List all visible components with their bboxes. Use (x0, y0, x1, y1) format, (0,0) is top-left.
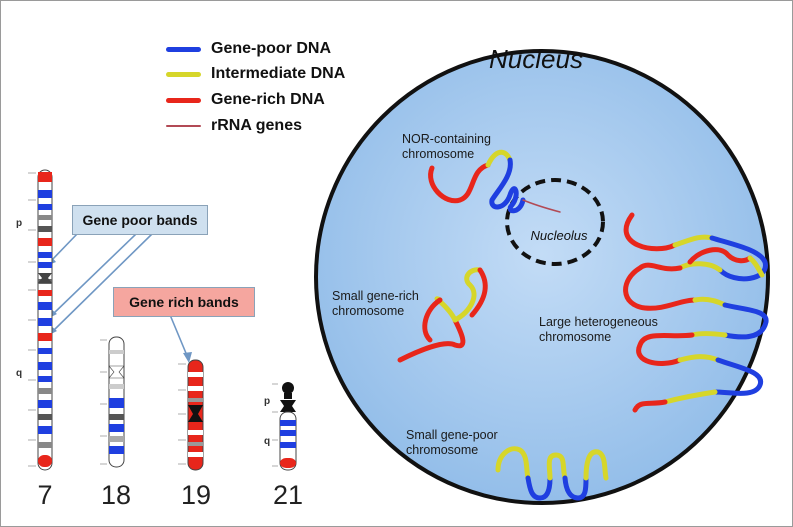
legend-label-gene-rich: Gene-rich DNA (211, 91, 325, 108)
nucleus-title: Nucleus (489, 44, 583, 74)
intermediate-swatch (166, 71, 201, 77)
legend-label-intermediate: Intermediate DNA (211, 65, 346, 82)
callout-gene-poor-bands: Gene poor bands (72, 205, 208, 235)
chromosome-21-q-arm-label: q (264, 436, 271, 447)
small-gene-poor-chromosome (495, 446, 609, 501)
legend-label-gene-poor: Gene-poor DNA (211, 40, 331, 57)
large-heterogeneous-chromosome (623, 212, 769, 413)
chromosome-21-p-arm-label: p (264, 396, 271, 407)
small-gene-rich-chromosome (397, 267, 488, 363)
band-ticks (28, 172, 278, 467)
chromosome-label-21: 21 (272, 480, 304, 510)
chromosome-7-q-arm-label: q (16, 368, 23, 379)
nucleolus-label: Nucleolus (530, 228, 588, 243)
gene-poor-swatch (166, 46, 201, 52)
nucleolus-outline (505, 178, 605, 266)
rrna-swatch (166, 125, 201, 127)
gene-rich-swatch (166, 97, 201, 103)
legend-item-gene-poor: Gene-poor DNA (166, 38, 331, 60)
chromosome-19-ideogram (187, 359, 204, 471)
large-heterogeneous-label: Large heterogeneous chromosome (539, 315, 658, 344)
chromosome-label-7: 7 (37, 480, 53, 510)
legend-item-intermediate: Intermediate DNA (166, 63, 345, 85)
chromosome-label-19: 19 (180, 480, 212, 510)
chromosome-7-p-arm-label: p (16, 218, 23, 229)
chromosome-label-18: 18 (100, 480, 132, 510)
chromosome-18-ideogram (108, 336, 125, 468)
callout-gene-rich-bands: Gene rich bands (113, 287, 255, 317)
legend-item-rrna: rRNA genes (166, 115, 302, 137)
nor-chromosome (428, 149, 561, 214)
nor-chromosome-label: NOR-containing chromosome (402, 132, 491, 161)
small-gene-poor-label: Small gene-poor chromosome (406, 428, 498, 457)
small-gene-rich-label: Small gene-rich chromosome (332, 289, 419, 318)
chromosome-7-ideogram (37, 169, 53, 471)
chromosome-21-ideogram (279, 382, 297, 471)
legend-item-gene-rich: Gene-rich DNA (166, 89, 325, 111)
legend-label-rrna: rRNA genes (211, 117, 302, 134)
nucleus-circle (314, 49, 770, 505)
callout-arrows (49, 232, 189, 359)
